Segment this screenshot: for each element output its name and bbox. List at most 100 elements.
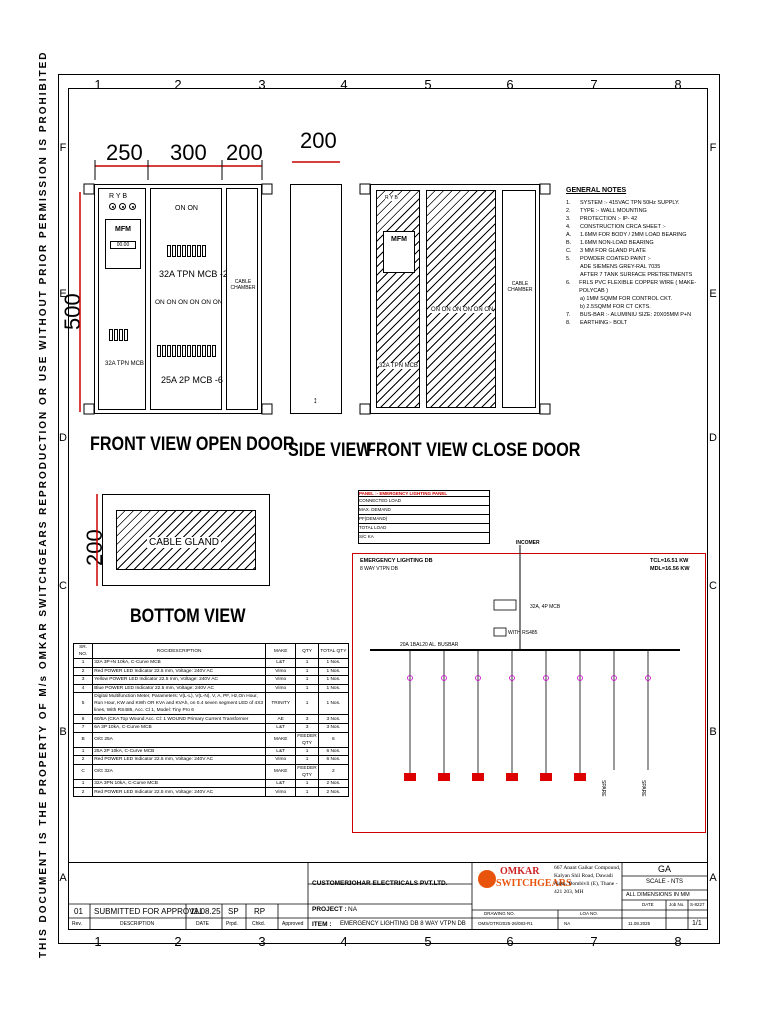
customer-name: JOHAR ELECTRICALS PVT.LTD. bbox=[348, 880, 448, 887]
job-no: S-8227 bbox=[690, 902, 705, 907]
feeder-lamp-icon bbox=[506, 773, 518, 781]
row-letter: C bbox=[709, 580, 717, 592]
tpn-mcb-label: 32A TPN MCB -2 bbox=[159, 269, 228, 279]
cable-gland-label: CABLE GLAND bbox=[147, 537, 222, 548]
load-row: S/C KA bbox=[359, 532, 489, 541]
row-letter: A bbox=[59, 872, 67, 884]
front-open-middle-section: ON ON 32A TPN MCB -2 ON ON ON ON ON ON 2… bbox=[150, 188, 228, 410]
cable-chamber-label: CABLE CHAMBER bbox=[230, 279, 256, 291]
column-number: 5 bbox=[424, 77, 432, 92]
load-summary-box: PANEL :- EMERGENCY LIGHTING PANEL CONNEC… bbox=[358, 490, 490, 544]
note-text: CONSTRUCTION CRCA SHEET :- bbox=[580, 224, 666, 230]
title-bottom-view: BOTTOM VIEW bbox=[130, 606, 246, 627]
column-number: 6 bbox=[506, 934, 514, 949]
note-text: AFTER 7 TANK SURFACE PRETRETMENTS bbox=[580, 272, 693, 278]
note-text: EARTHING:- BOLT bbox=[580, 320, 628, 326]
note-number: 6. bbox=[566, 280, 571, 286]
bom-cell: 2 bbox=[72, 787, 94, 797]
incomer-label-close: 32A TPN MCB bbox=[379, 363, 418, 369]
general-notes: GENERAL NOTES 1.SYSTEM :- 415VAC TPN 50H… bbox=[566, 187, 716, 327]
title-side-view: SIDE VIEW bbox=[288, 440, 372, 461]
rating-2: MDL=16.56 KW bbox=[650, 566, 690, 572]
company-name-1: OMKAR bbox=[500, 866, 540, 877]
bom-cell: MAKE bbox=[265, 731, 297, 748]
approved-header: Approved bbox=[282, 921, 304, 927]
feeder-lamp-icon bbox=[574, 773, 586, 781]
row-letter: E bbox=[59, 288, 67, 300]
note-number: 3. bbox=[566, 216, 571, 222]
indicator-lamp-icon bbox=[129, 203, 136, 210]
note-item: 5.POWDER COATED PAINT :- bbox=[566, 255, 716, 263]
rev-checked: RP bbox=[254, 907, 266, 916]
bom-cell: 1 bbox=[295, 787, 319, 797]
load-row: CONNECTED LOAD bbox=[359, 496, 489, 505]
2p-mcb-row bbox=[157, 345, 216, 357]
row-letter: A bbox=[709, 872, 717, 884]
feeder-mcb-icon bbox=[645, 675, 651, 681]
row-letter: D bbox=[59, 432, 67, 444]
note-text: a) 1MM SQMM FOR CONTROL CKT. bbox=[580, 296, 673, 302]
column-number: 1 bbox=[94, 934, 102, 949]
column-number: 1 bbox=[94, 77, 102, 92]
company-address: 667 Anant Gaikar Compound, Kalyan Shil R… bbox=[554, 865, 621, 895]
feeder-mcb-icon bbox=[441, 675, 447, 681]
bom-header-cell: ROCIDESCRIPTION bbox=[92, 643, 267, 659]
loa-header: LOA NO. bbox=[580, 911, 599, 916]
bom-cell: 5 bbox=[72, 692, 94, 716]
bom-cell: B bbox=[72, 731, 94, 748]
load-row: TOTAL LOAD bbox=[359, 523, 489, 532]
db-title: EMERGENCY LIGHTING DB bbox=[360, 558, 433, 564]
column-number: 7 bbox=[590, 77, 598, 92]
date-header-2: DATE bbox=[642, 902, 654, 907]
column-number: 7 bbox=[590, 934, 598, 949]
note-text: 1.6MM NON-LOAD BEARING bbox=[580, 240, 654, 246]
note-item: 2.TYPE :- WALL MOUNTING bbox=[566, 207, 716, 215]
note-text: POWDER COATED PAINT :- bbox=[580, 256, 651, 262]
db-subtitle: 8 WAY VTPN DB bbox=[360, 566, 398, 572]
title-block bbox=[68, 862, 708, 931]
on-label-row: ON ON ON ON ON ON bbox=[155, 299, 223, 306]
indicator-lamp-icon bbox=[109, 203, 116, 210]
note-text: PROTECTION :- IP- 42 bbox=[580, 216, 638, 222]
mfm-label-close: MFM bbox=[391, 236, 407, 243]
drawing-inner-frame bbox=[68, 88, 708, 930]
scale: SCALE - NTS bbox=[646, 879, 684, 885]
front-close-left-door: R Y B MFM 32A TPN MCB bbox=[376, 190, 420, 408]
incomer-mcb bbox=[109, 329, 128, 341]
feeder-mcb-icon bbox=[475, 675, 481, 681]
column-number: 8 bbox=[674, 934, 682, 949]
cable-chamber-label-close: CABLE CHAMBER bbox=[507, 281, 533, 293]
rating-1: TCL=16.51 KW bbox=[650, 558, 689, 564]
front-close-cable-chamber: CABLE CHAMBER bbox=[502, 190, 536, 408]
meter-label: WITH RS485 bbox=[508, 630, 538, 636]
column-number: 6 bbox=[506, 77, 514, 92]
title-front-open: FRONT VIEW OPEN DOOR bbox=[90, 434, 295, 455]
note-number: 7. bbox=[566, 312, 571, 318]
note-number: 2. bbox=[566, 208, 571, 214]
2p-mcb-label: 25A 2P MCB -6 bbox=[161, 375, 223, 385]
note-item: 3. PROTECTION :- IP- 42 bbox=[566, 215, 716, 223]
front-open-cable-chamber: CABLE CHAMBER bbox=[226, 188, 258, 410]
note-item: ADE SIEMENS GREY-RAL 7035 bbox=[566, 263, 716, 271]
meter-symbol bbox=[493, 627, 507, 637]
tpn-mcb-row bbox=[167, 245, 206, 257]
bom-header-cell: SR. NO. bbox=[72, 643, 94, 659]
front-open-left-section: R Y B MFM 00.00 32A TPN MCB bbox=[98, 188, 146, 410]
customer-label: CUSTOMER: bbox=[312, 880, 352, 887]
feeder-lamp-icon bbox=[438, 773, 450, 781]
loa-no: NA bbox=[564, 921, 571, 926]
column-number: 2 bbox=[174, 77, 182, 92]
front-close-middle-door: ON ON ON ON ON ON bbox=[426, 190, 496, 408]
note-item: 6.FRLS PVC FLEXIBLE COPPER WIRE ( MAKE-P… bbox=[566, 279, 716, 295]
note-item: 7.BUS-BAR :- ALUMINIU SIZE: 20X05MM P+N bbox=[566, 311, 716, 319]
note-number: 1. bbox=[566, 200, 571, 206]
load-row: MAX. DEMAND bbox=[359, 505, 489, 514]
bom-cell: 2 bbox=[317, 763, 350, 780]
column-number: 3 bbox=[258, 77, 266, 92]
prpd-header: Prpd. bbox=[226, 921, 238, 927]
feeder-lamp-icon bbox=[540, 773, 552, 781]
note-item: 1.SYSTEM :- 415VAC TPN 50Hz SUPPLY. bbox=[566, 199, 716, 207]
